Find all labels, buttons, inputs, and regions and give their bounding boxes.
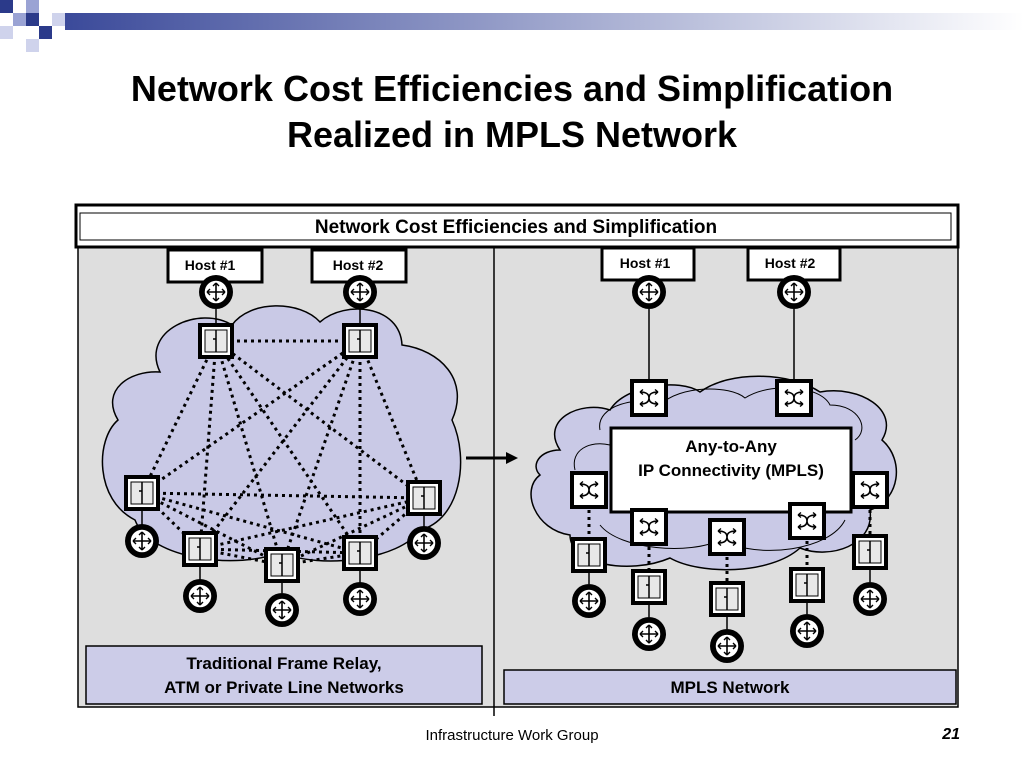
right-caption: MPLS Network [503,669,957,705]
frame-relay-switch-icon [181,530,219,568]
left-host-2-label: Host #2 [333,257,384,273]
label-switch-router-icon [707,517,747,557]
right-caption-text: MPLS Network [670,678,790,697]
slide-title-line-2: Realized in MPLS Network [286,114,738,155]
frame-relay-switch-icon [341,534,379,572]
right-host-2: Host #2 [746,246,842,282]
frame-relay-switch-icon [263,546,301,584]
router-icon [631,274,667,310]
mpls-core-line-2: IP Connectivity (MPLS) [638,461,824,480]
left-caption-line-2: ATM or Private Line Networks [164,678,404,697]
router-icon [182,578,218,614]
router-icon [124,523,160,559]
left-caption: Traditional Frame Relay, ATM or Private … [85,645,483,705]
frame-relay-switch-icon [851,533,889,571]
right-host-1-label: Host #1 [620,255,671,271]
router-icon [776,274,812,310]
label-switch-router-icon [569,470,609,510]
frame-relay-switch-icon [708,580,746,618]
label-switch-router-icon [774,378,814,418]
left-caption-line-1: Traditional Frame Relay, [186,654,381,673]
transition-arrow [466,452,518,464]
right-host-1: Host #1 [600,246,696,282]
router-icon [709,628,745,664]
left-mesh-links [140,339,426,567]
right-access-links [587,510,872,582]
slide-title: Network Cost Efficiencies and Simplifica… [40,66,984,158]
router-icon [264,592,300,628]
mpls-core-box: Any-to-Any IP Connectivity (MPLS) [609,426,853,514]
frame-relay-switch-icon [197,322,235,360]
router-icon [852,581,888,617]
frame-relay-switch-icon [630,568,668,606]
router-icon [342,274,378,310]
label-switch-router-icon [850,470,890,510]
banner-title: Network Cost Efficiencies and Simplifica… [315,217,717,238]
label-switch-router-icon [629,378,669,418]
frame-relay-switch-icon [570,536,608,574]
frame-relay-switch-icon [123,474,161,512]
decorative-header-bar [0,0,1024,52]
footer-text: Infrastructure Work Group [425,727,599,744]
left-host-1-label: Host #1 [185,257,236,273]
right-host-2-label: Host #2 [765,255,816,271]
label-switch-router-icon [787,501,827,541]
router-icon [406,525,442,561]
router-icon [198,274,234,310]
page-number: 21 [942,726,960,743]
frame-relay-switch-icon [788,566,826,604]
router-icon [571,583,607,619]
slide-title-line-1: Network Cost Efficiencies and Simplifica… [130,68,894,109]
label-switch-router-icon [629,507,669,547]
router-icon [342,581,378,617]
router-icon [631,616,667,652]
frame-relay-switch-icon [341,322,379,360]
mpls-core-line-1: Any-to-Any [685,437,777,456]
frame-relay-switch-icon [405,479,443,517]
router-icon [789,613,825,649]
